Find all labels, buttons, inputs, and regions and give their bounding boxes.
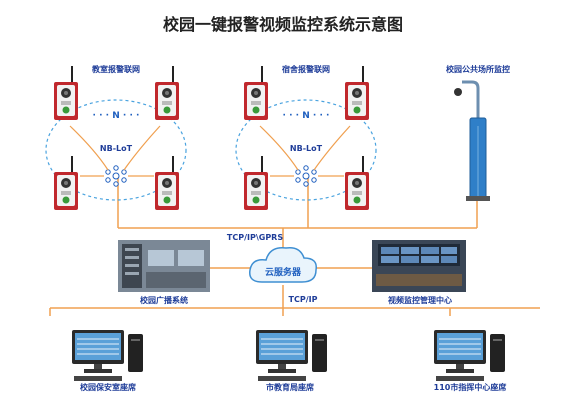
- classroom-alarm-device: [53, 65, 79, 121]
- classroom-alarm-device: [53, 155, 79, 211]
- dorm-nb-iot-label: NB-LoT: [290, 144, 323, 153]
- education-bureau-label: 市教育局座席: [266, 382, 314, 392]
- classroom-group-label: 教室报警联网: [91, 64, 140, 74]
- classroom-nb-iot-label: NB-LoT: [100, 144, 133, 153]
- public-camera: 校园公共场所监控: [446, 64, 510, 201]
- dorm-cluster: 宿舍报警联网 · · · N · · · NB-LoT: [235, 64, 377, 211]
- command-center-label: 110市指挥中心座席: [434, 382, 507, 392]
- classroom-dashed-ring: [45, 99, 187, 201]
- dorm-group-label: 宿舍报警联网: [282, 64, 330, 74]
- dorm-n-label: · · · N · · ·: [283, 111, 330, 121]
- monitor-center-photo: [372, 240, 466, 292]
- command-center-workstation: [433, 329, 506, 382]
- classroom-alarm-device: [154, 155, 180, 211]
- classroom-arrows: [69, 125, 161, 177]
- dorm-hub-icon: [295, 165, 317, 187]
- dorm-alarm-device: [344, 155, 370, 211]
- cloud-server-label: 云服务器: [265, 266, 302, 278]
- dorm-dashed-ring: [235, 99, 377, 201]
- broadcast-label: 校园广播系统: [140, 295, 188, 305]
- security-room-workstation: [71, 329, 144, 382]
- diagram-title: 校园一键报警视频监控系统示意图: [163, 15, 403, 34]
- monitor-center-label: 视频监控管理中心: [388, 295, 452, 305]
- classroom-n-label: · · · N · · ·: [93, 111, 140, 121]
- classroom-cluster: 教室报警联网 · · · N · · · NB-LoT: [45, 64, 187, 211]
- dorm-alarm-device: [243, 155, 269, 211]
- classroom-alarm-device: [154, 65, 180, 121]
- cloud-server: 云服务器: [249, 246, 317, 283]
- tcp-gprs-label: TCP/IP\GPRS: [227, 233, 283, 242]
- dorm-arrows: [259, 125, 351, 177]
- dorm-alarm-device: [243, 65, 269, 121]
- education-bureau-workstation: [255, 329, 328, 382]
- broadcast-photo: [118, 240, 210, 292]
- public-group-label: 校园公共场所监控: [446, 64, 510, 74]
- security-room-label: 校园保安室座席: [80, 382, 136, 392]
- network-lines: [49, 175, 540, 316]
- dorm-alarm-device: [344, 65, 370, 121]
- classroom-hub-icon: [105, 165, 127, 187]
- tcp-ip-label: TCP/IP: [289, 295, 318, 304]
